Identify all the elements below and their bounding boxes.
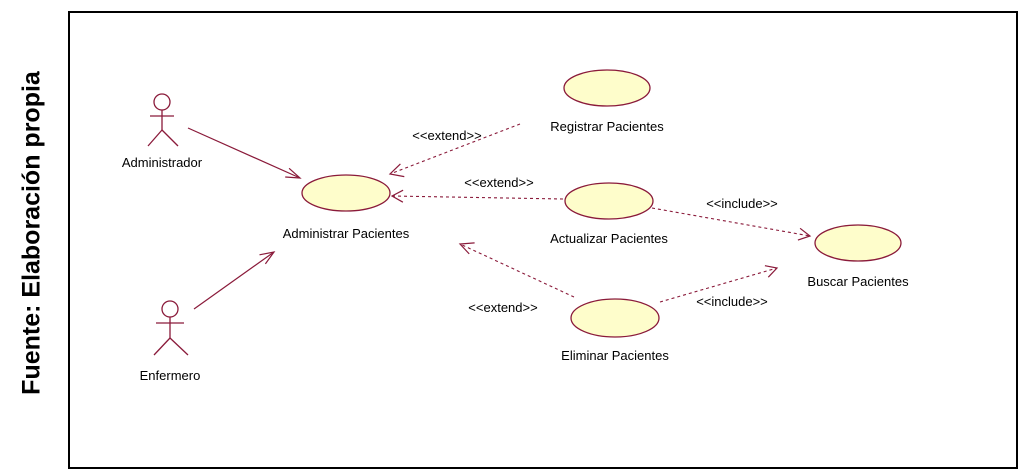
arrowhead-icon	[390, 189, 404, 203]
use-case-administrar: Administrar Pacientes	[283, 174, 410, 241]
use-case-label: Eliminar Pacientes	[561, 348, 669, 363]
use-case-buscar: Buscar Pacientes	[807, 224, 909, 289]
stick-figure-icon	[147, 93, 179, 147]
use-case-label: Registrar Pacientes	[550, 119, 664, 134]
stereotype-label: <<extend>>	[468, 300, 537, 315]
use-case-ellipse	[564, 182, 654, 220]
actor-label: Administrador	[122, 155, 203, 170]
arrowhead-icon	[388, 163, 405, 178]
arrowhead-icon	[797, 227, 812, 241]
stereotype-label: <<include>>	[706, 196, 778, 211]
use-case-eliminar: Eliminar Pacientes	[561, 298, 669, 363]
use-case-ellipse	[570, 298, 660, 338]
use-case-label: Buscar Pacientes	[807, 274, 909, 289]
arrowhead-icon	[458, 242, 475, 255]
actor-label: Enfermero	[140, 368, 201, 383]
arrowhead-icon	[764, 265, 779, 278]
actor-enfermero: Enfermero	[140, 300, 201, 383]
stereotype-label: <<extend>>	[412, 128, 481, 143]
use-case-ellipse	[563, 69, 651, 107]
stereotype-label: <<extend>>	[464, 175, 533, 190]
arrowhead-icon	[285, 167, 302, 179]
use-case-label: Actualizar Pacientes	[550, 231, 668, 246]
extend-eliminar: <<extend>>	[458, 242, 575, 315]
stick-figure-icon	[153, 300, 189, 356]
stereotype-label: <<include>>	[696, 294, 768, 309]
use-case-actualizar: Actualizar Pacientes	[550, 182, 668, 246]
use-case-ellipse	[301, 174, 391, 212]
use-case-label: Administrar Pacientes	[283, 226, 410, 241]
extend-actualizar: <<extend>>	[390, 175, 564, 203]
include-actualizar: <<include>>	[651, 196, 812, 241]
actor-administrador: Administrador	[122, 93, 203, 170]
extend-registrar: <<extend>>	[388, 123, 521, 178]
use-case-ellipse	[814, 224, 902, 262]
association-enfermero	[193, 251, 276, 310]
include-eliminar: <<include>>	[659, 265, 779, 309]
association-administrador	[187, 127, 302, 179]
use-case-registrar: Registrar Pacientes	[550, 69, 664, 134]
arrowhead-icon	[259, 251, 276, 265]
